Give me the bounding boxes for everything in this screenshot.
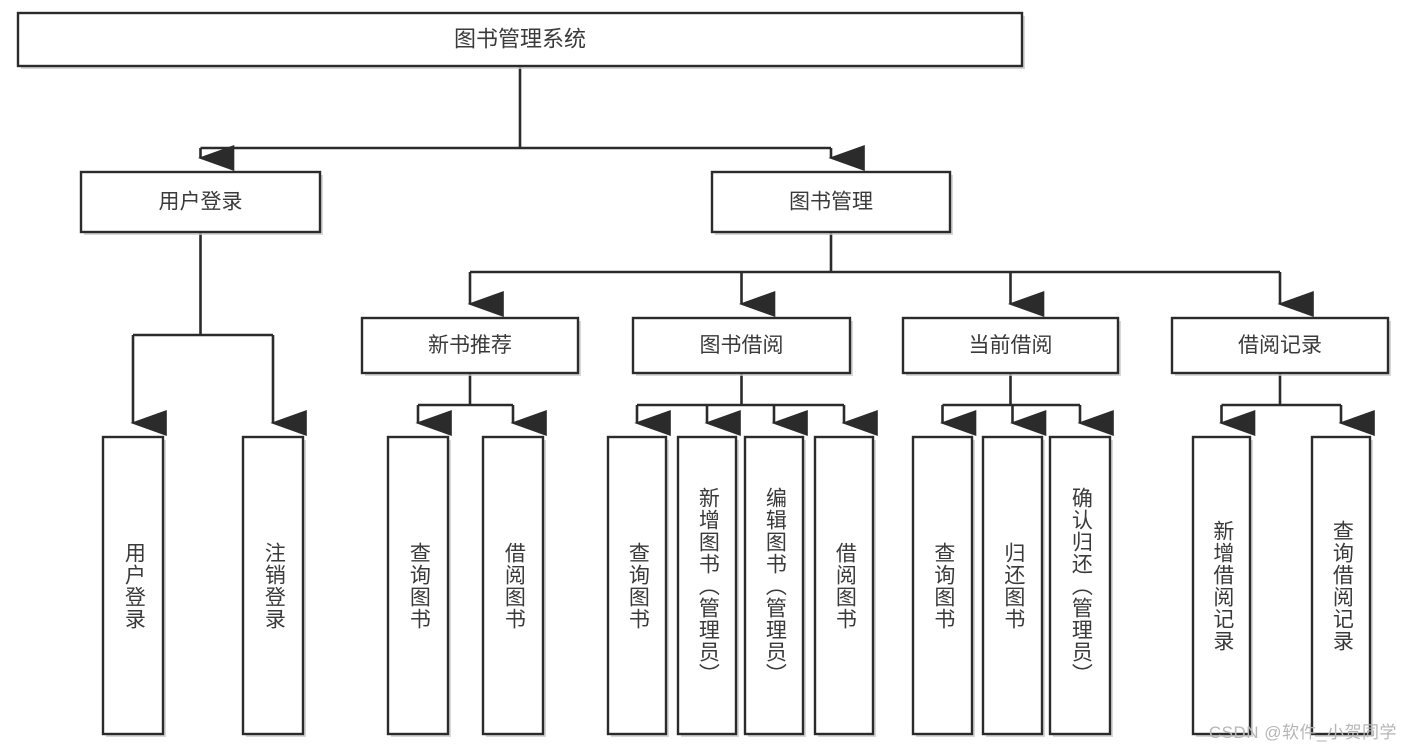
node-box-leaf-confirm-return[interactable] (1048, 435, 1112, 736)
node-label-root: 图书管理系统 (454, 26, 586, 51)
node-box-leaf-user-login[interactable] (101, 435, 165, 736)
node-label-book-borrow: 图书借阅 (700, 334, 784, 357)
node-box-leaf-borrow-book-1[interactable] (481, 435, 545, 736)
node-box-user-login[interactable] (79, 170, 322, 234)
node-box-book-borrow[interactable] (631, 316, 852, 375)
node-label-book-management: 图书管理 (789, 191, 873, 214)
node-box-leaf-query-book-2[interactable] (606, 435, 668, 736)
watermark: CSDN @软件_小贺同学 (1208, 723, 1397, 742)
node-box-borrow-record[interactable] (1170, 316, 1390, 375)
node-label-current-borrow: 当前借阅 (969, 334, 1053, 357)
node-box-leaf-add-book[interactable] (676, 435, 738, 736)
node-box-current-borrow[interactable] (901, 316, 1120, 375)
node-label-user-login: 用户登录 (159, 191, 243, 214)
node-box-leaf-query-book-1[interactable] (386, 435, 450, 736)
node-label-new-book-recommend: 新书推荐 (428, 334, 512, 357)
node-box-leaf-borrow-book-2[interactable] (813, 435, 875, 736)
node-box-new-book-recommend[interactable] (360, 316, 580, 375)
node-box-leaf-query-record[interactable] (1310, 435, 1372, 736)
node-box-leaf-user-logout[interactable] (241, 435, 305, 736)
node-box-root[interactable] (16, 11, 1024, 68)
node-label-borrow-record: 借阅记录 (1238, 334, 1322, 357)
node-box-leaf-edit-book[interactable] (743, 435, 805, 736)
node-box-book-management[interactable] (710, 170, 952, 234)
node-box-leaf-query-book-3[interactable] (911, 435, 974, 736)
node-box-leaf-return-book[interactable] (981, 435, 1044, 736)
connector-layer (130, 66, 1375, 436)
node-box-leaf-add-record[interactable] (1191, 435, 1252, 736)
box-layer (16, 11, 1391, 737)
